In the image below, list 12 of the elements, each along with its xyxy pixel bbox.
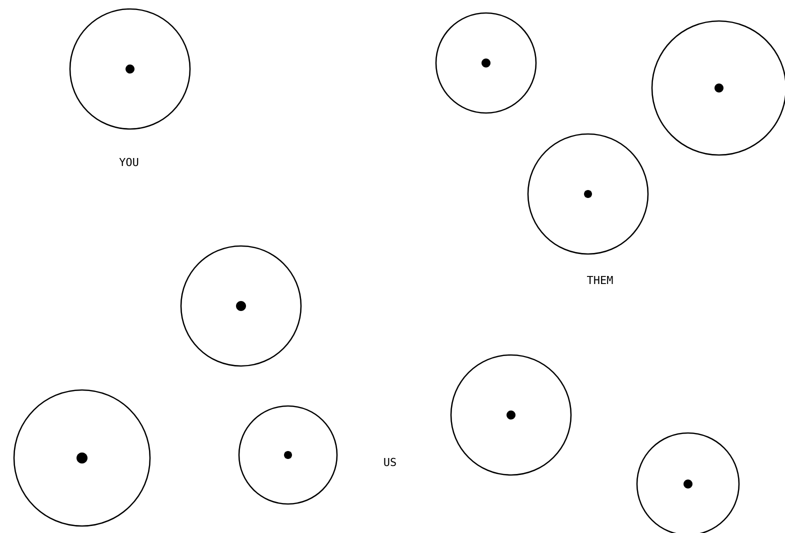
group-label: THEM	[587, 276, 613, 284]
ring-dot-symbol	[651, 20, 785, 156]
group-label: US	[384, 458, 396, 466]
ring-dot-symbol	[636, 432, 740, 533]
ring-dot-symbol	[180, 245, 302, 367]
ring-dot-symbol	[238, 405, 338, 505]
ring-dot-symbol	[13, 389, 151, 527]
ring-dot-symbol	[527, 133, 649, 255]
ring-dot-symbol	[435, 12, 537, 114]
group-label: YOU	[119, 158, 138, 166]
ring-dot-symbol	[69, 8, 191, 130]
ring-dot-symbol	[450, 354, 572, 476]
